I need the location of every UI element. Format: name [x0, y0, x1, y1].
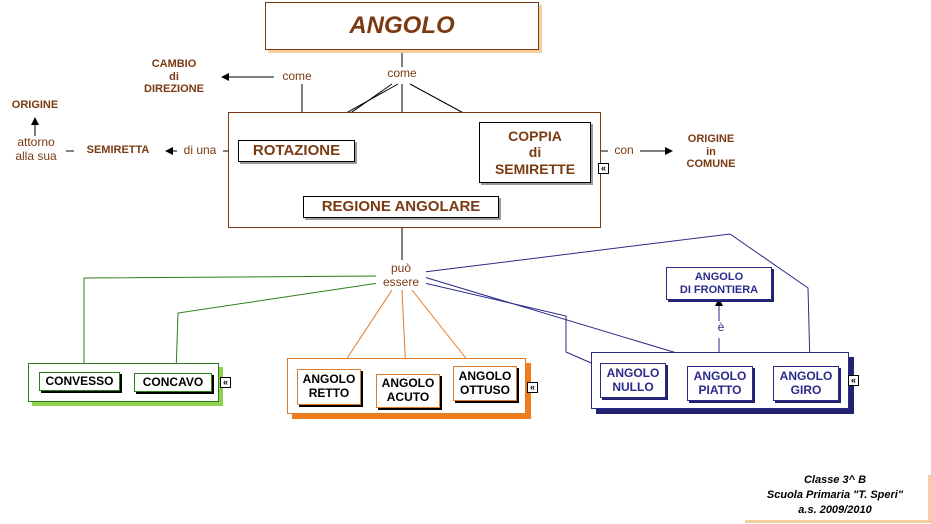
rotazione-node: ROTAZIONE [238, 140, 355, 162]
expand-coppia-icon[interactable]: « [598, 163, 609, 174]
origine-concept: ORIGINE [11, 99, 59, 111]
angolo-ottuso-node: ANGOLO OTTUSO [453, 366, 517, 401]
credits-year: a.s. 2009/2010 [798, 504, 872, 516]
angolo-acuto-node: ANGOLO ACUTO [376, 374, 440, 408]
expand-navy-icon[interactable]: « [848, 375, 859, 386]
link-label-come-top: come [384, 66, 420, 81]
cambio-direzione-concept: CAMBIO di DIREZIONE [144, 58, 204, 96]
credits-box: Classe 3^ B Scuola Primaria "T. Speri" a… [742, 472, 928, 520]
link-puo-concavo [175, 281, 386, 374]
link-puo-convesso [83, 275, 381, 372]
angolo-retto-node: ANGOLO RETTO [297, 369, 361, 405]
concavo-node: CONCAVO [134, 373, 212, 392]
link-puo-piatto [423, 276, 721, 367]
angolo-piatto-node: ANGOLO PIATTO [687, 366, 753, 401]
regione-angolare-node: REGIONE ANGOLARE [303, 196, 499, 218]
angolo-frontiera-node: ANGOLO DI FRONTIERA [666, 267, 772, 300]
expand-orange-icon[interactable]: « [527, 382, 538, 393]
link-puo-ottuso [411, 289, 473, 367]
link-label-come-left: come [276, 69, 318, 84]
credits-class: Classe 3^ B [803, 474, 867, 486]
credits-school: Scuola Primaria "T. Speri" [766, 489, 904, 501]
link-label-puo-essere: può essere [376, 261, 426, 290]
convesso-node: CONVESSO [39, 372, 120, 391]
origine-comune-concept: ORIGINE in COMUNE [686, 133, 736, 171]
expand-green-icon[interactable]: « [220, 377, 231, 388]
link-label-con: con [608, 143, 640, 158]
semiretta-concept: SEMIRETTA [86, 144, 150, 156]
link-label-e: è [711, 320, 731, 335]
link-label-di-una: di una [177, 143, 223, 158]
link-puo-nullo [419, 281, 599, 367]
link-puo-giro [423, 233, 811, 367]
angolo-nullo-node: ANGOLO NULLO [600, 363, 666, 398]
link-label-attorno: attorno alla sua [6, 135, 66, 164]
link-puo-retto [339, 289, 393, 370]
title-node: ANGOLO [265, 2, 539, 50]
angolo-giro-node: ANGOLO GIRO [773, 366, 839, 401]
coppia-semirette-node: COPPIA di SEMIRETTE [479, 122, 591, 183]
